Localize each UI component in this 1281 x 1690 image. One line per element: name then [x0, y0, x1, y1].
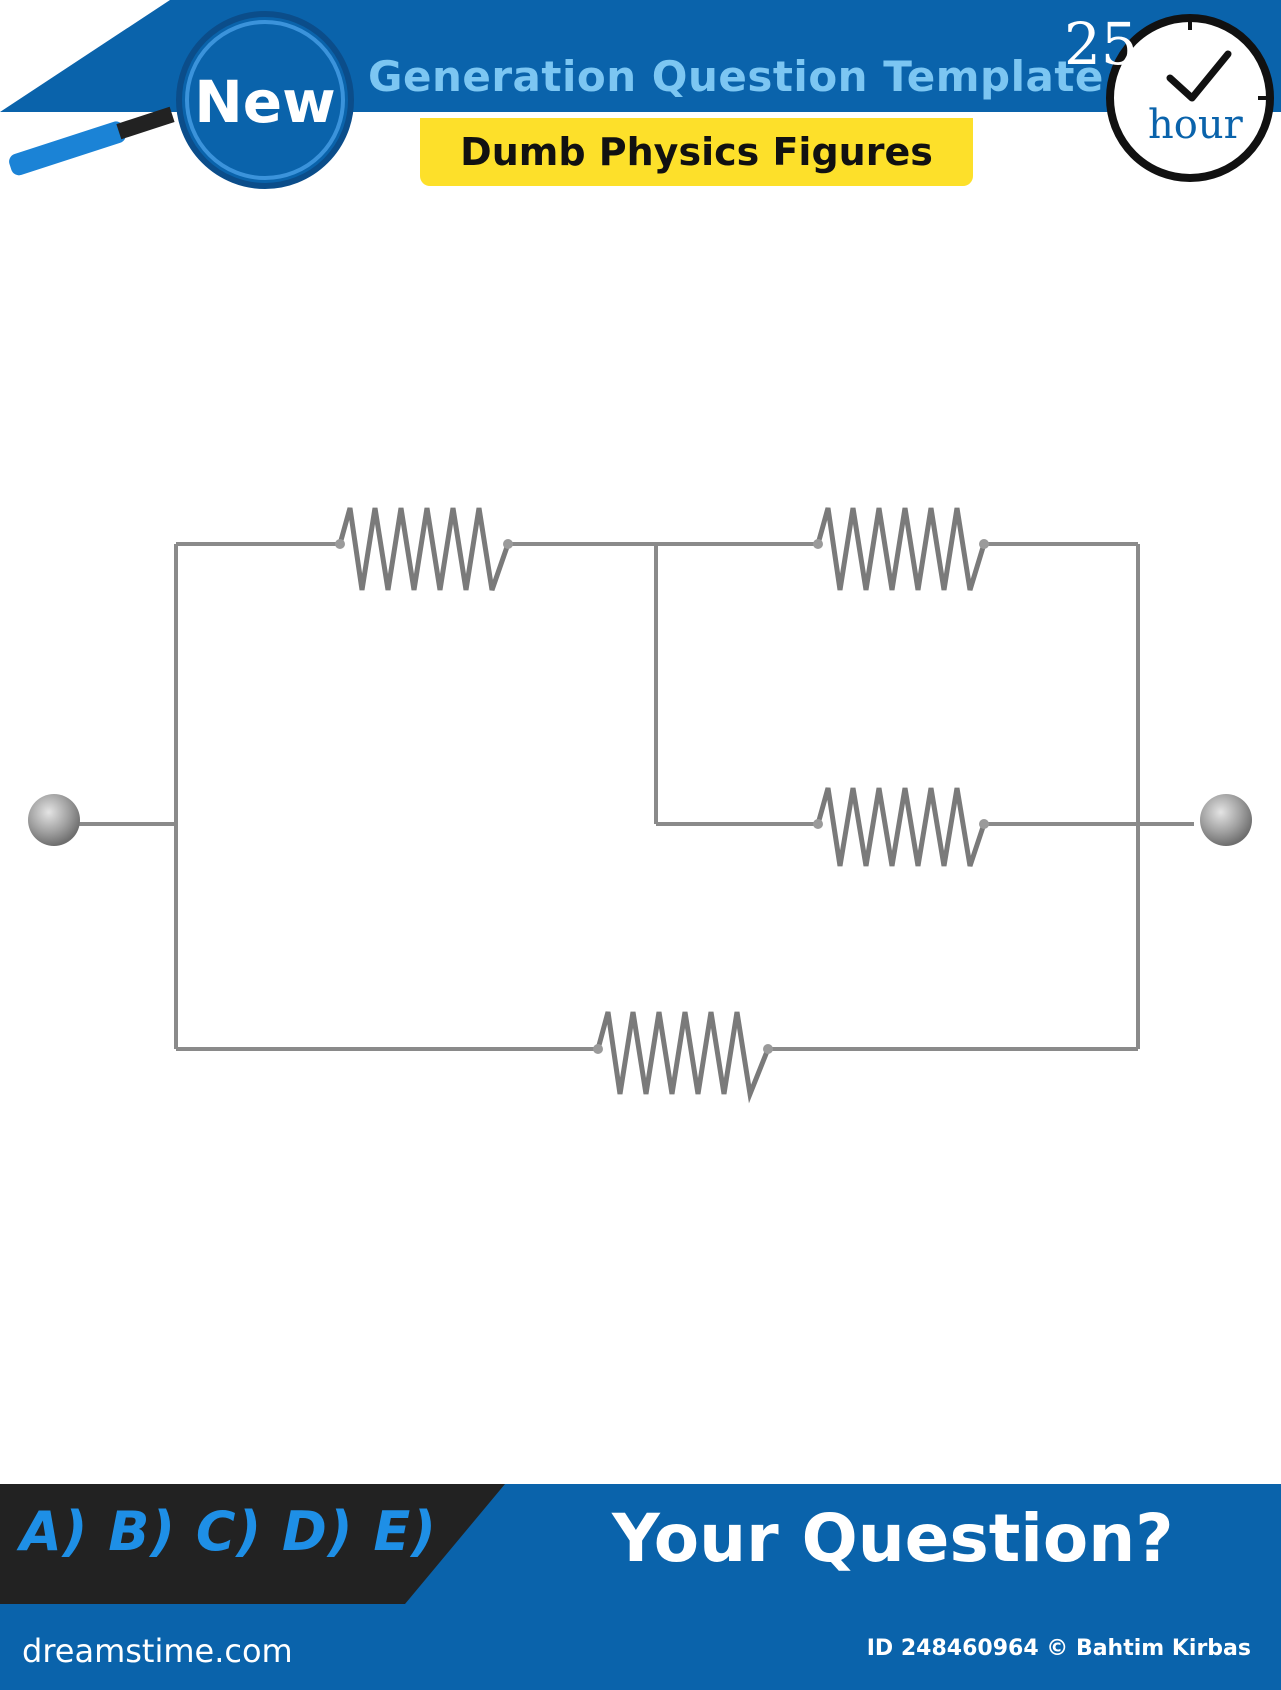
clock-icon: [1106, 14, 1274, 182]
credit-band: [0, 1604, 1281, 1690]
page-title: Generation Question Template: [368, 52, 1104, 101]
magnifier-neck: [116, 106, 175, 140]
header-notch: [0, 0, 170, 112]
circuit-diagram: [28, 507, 1252, 1104]
magnifier-lens: [176, 11, 354, 189]
resistor-top-right: [815, 507, 987, 591]
subtitle-pill: Dumb Physics Figures: [420, 118, 973, 186]
image-credit: ID 248460964 © Bahtim Kirbas: [866, 1636, 1251, 1661]
new-badge: New: [194, 68, 335, 136]
answers-panel: [0, 1484, 405, 1604]
clock-number: 25.: [1064, 10, 1157, 78]
magnifier-icon: New: [9, 11, 354, 189]
site-name: dreamstime.com: [22, 1632, 293, 1670]
resistor-top-left: [337, 507, 511, 591]
clock-unit: hour: [1148, 102, 1243, 148]
wires: [76, 542, 1194, 1051]
answer-options: A) B) C) D) E): [20, 1500, 437, 1563]
right-terminal: [1200, 794, 1252, 846]
resistor-bottom: [595, 1011, 771, 1104]
answers-panel-edge: [405, 1484, 505, 1604]
subtitle: Dumb Physics Figures: [460, 130, 933, 174]
checkmark-icon: [1166, 50, 1232, 102]
magnifier-handle: [9, 121, 126, 176]
question-text: Your Question?: [612, 1500, 1174, 1577]
resistor-middle: [815, 787, 987, 867]
left-terminal: [28, 794, 80, 846]
